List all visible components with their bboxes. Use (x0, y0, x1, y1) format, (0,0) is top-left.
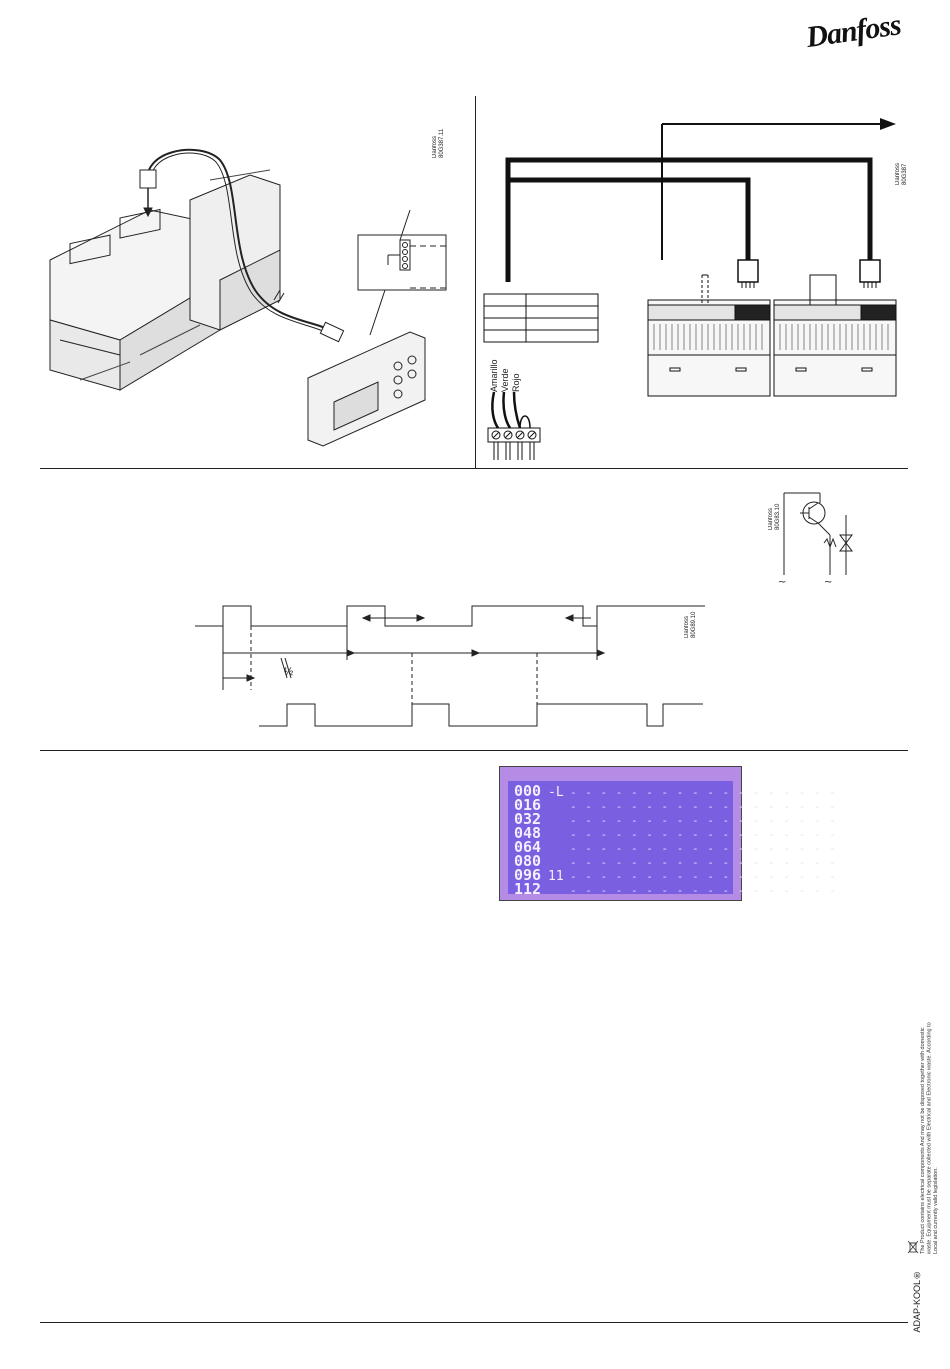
lcd-row-address: 048 (514, 824, 542, 842)
weee-notice: The Product contains electrical componen… (907, 1022, 942, 1254)
timing-half-label: ½ (284, 666, 294, 678)
lcd-row: 048 - - - - - - - - - - - - - - - - - - (514, 824, 837, 842)
lcd-row-address: 064 (514, 838, 542, 856)
wire-label-rojo: Rojo (511, 373, 521, 392)
figure4-code: Danfoss 80G89.10 (684, 611, 697, 638)
lcd-row-address: 016 (514, 796, 542, 814)
lcd-row-dashes: - - - - - - - - - - - - - - - - - - (570, 884, 837, 897)
lcd-row-dashes: - - - - - - - - - - - - - - - - - - (570, 814, 837, 827)
timing-diagram (195, 605, 705, 727)
lcd-row-address: 032 (514, 810, 542, 828)
lcd-row-value: -L (548, 785, 564, 800)
lcd-row: 080 - - - - - - - - - - - - - - - - - - (514, 852, 837, 870)
lcd-row: 032 - - - - - - - - - - - - - - - - - - (514, 810, 837, 828)
brand-name: Danfoss (804, 8, 903, 55)
lcd-row-address: 096 (514, 866, 542, 884)
lcd-row-value: 11 (548, 869, 564, 884)
lcd-row: 000 -L - - - - - - - - - - - - - - - - - - (514, 782, 837, 800)
weee-text: The Product contains electrical componen… (920, 1022, 939, 1254)
svg-text:~: ~ (778, 577, 786, 588)
top-section-divider (475, 96, 476, 468)
product-brand: ADAP-KOOL® (912, 1270, 922, 1333)
lcd-row-address: 112 (514, 880, 542, 898)
figure2-code: Danfoss 80G387 (895, 162, 908, 185)
section-divider-2 (40, 750, 908, 751)
lcd-display: 000 -L - - - - - - - - - - - - - - - - - -… (499, 766, 836, 901)
wire-label-verde: Verde (500, 368, 510, 392)
lcd-row: 112 - - - - - - - - - - - - - - - - - - (514, 880, 837, 898)
lcd-row-address: 000 (514, 782, 542, 800)
figure3-code: Danfoss 80G83.10 (768, 503, 781, 530)
lcd-screen: 000 -L - - - - - - - - - - - - - - - - - -… (508, 781, 836, 897)
lcd-row: 064 - - - - - - - - - - - - - - - - - - (514, 838, 837, 856)
lcd-row-dashes: - - - - - - - - - - - - - - - - - - (570, 856, 837, 869)
lcd-row-dashes: - - - - - - - - - - - - - - - - - - (570, 800, 837, 813)
svg-text:~: ~ (824, 577, 832, 588)
lcd-row-dashes: - - - - - - - - - - - - - - - - - - (570, 870, 837, 883)
lcd-row: 096 11 - - - - - - - - - - - - - - - - - - (514, 866, 837, 884)
network-wiring-diagram (483, 118, 897, 460)
footer-divider (40, 1322, 908, 1323)
wire-label-amarillo: Amarillo (489, 359, 499, 392)
lcd-row-address: 080 (514, 852, 542, 870)
danfoss-logo: Danfoss (804, 8, 910, 58)
lcd-row-dashes: - - - - - - - - - - - - - - - - - - (570, 842, 837, 855)
lcd-row-dashes: - - - - - - - - - - - - - - - - - - (570, 828, 837, 841)
lcd-row-dashes: - - - - - - - - - - - - - - - - - - (570, 786, 837, 799)
figure1-code: Danfoss 80G387.11 (432, 128, 445, 158)
section-divider-1 (40, 468, 908, 469)
crossed-bin-icon (907, 1240, 919, 1254)
lcd-row: 016 - - - - - - - - - - - - - - - - - - (514, 796, 837, 814)
controller-display-illustration (49, 148, 447, 447)
transistor-valve-schematic: ~ ~ (778, 492, 853, 588)
